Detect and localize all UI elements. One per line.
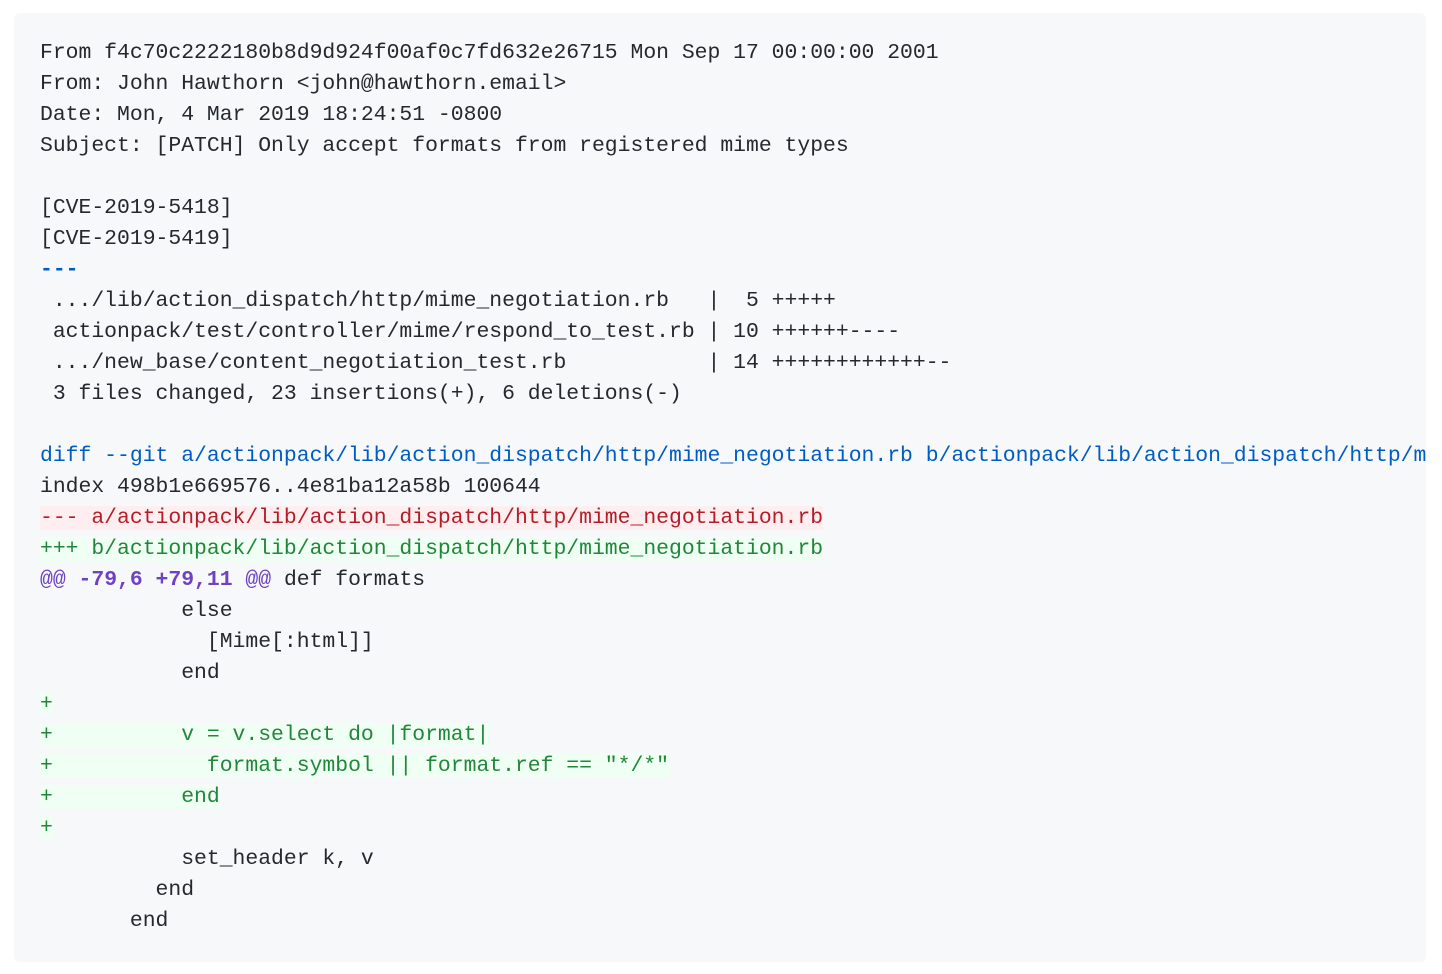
line-text: .../new_base/content_negotiation_test.rb…: [40, 351, 952, 375]
added-line: + end: [40, 782, 1426, 813]
line-text: From f4c70c2222180b8d9d924f00af0c7fd632e…: [40, 41, 939, 65]
line-text: end: [40, 909, 169, 933]
hunk-marker: @@: [40, 568, 66, 592]
diff-header-line: diff --git a/actionpack/lib/action_dispa…: [40, 441, 1426, 472]
patch-content: From f4c70c2222180b8d9d924f00af0c7fd632e…: [40, 38, 1426, 937]
patch-line: Date: Mon, 4 Mar 2019 18:24:51 -0800: [40, 100, 1426, 131]
patch-line: index 498b1e669576..4e81ba12a58b 100644: [40, 472, 1426, 503]
patch-line: [40, 410, 1426, 441]
patch-line: end: [40, 906, 1426, 937]
patch-line: 3 files changed, 23 insertions(+), 6 del…: [40, 379, 1426, 410]
line-text: actionpack/test/controller/mime/respond_…: [40, 320, 901, 344]
line-text: [CVE-2019-5418]: [40, 196, 233, 220]
line-text: 3 files changed, 23 insertions(+), 6 del…: [40, 382, 682, 406]
patch-line: end: [40, 875, 1426, 906]
patch-line: set_header k, v: [40, 844, 1426, 875]
line-text: diff --git a/actionpack/lib/action_dispa…: [40, 444, 1426, 468]
line-text: +++ b/actionpack/lib/action_dispatch/htt…: [40, 537, 824, 561]
line-text: ---: [40, 258, 79, 282]
patch-line: [40, 162, 1426, 193]
line-text: Subject: [PATCH] Only accept formats fro…: [40, 134, 849, 158]
line-text: Date: Mon, 4 Mar 2019 18:24:51 -0800: [40, 103, 503, 127]
patch-line: [CVE-2019-5418]: [40, 193, 1426, 224]
added-line: + v = v.select do |format|: [40, 720, 1426, 751]
patch-line: [Mime[:html]]: [40, 627, 1426, 658]
patch-line: end: [40, 658, 1426, 689]
patch-line: From f4c70c2222180b8d9d924f00af0c7fd632e…: [40, 38, 1426, 69]
line-text: +: [40, 816, 53, 840]
patch-line: From: John Hawthorn <john@hawthorn.email…: [40, 69, 1426, 100]
separator-line: ---: [40, 255, 1426, 286]
line-text: + format.symbol || format.ref == "*/*": [40, 754, 669, 778]
line-text: else: [40, 599, 233, 623]
patch-line: actionpack/test/controller/mime/respond_…: [40, 317, 1426, 348]
line-text: set_header k, v: [40, 847, 374, 871]
line-text: From: John Hawthorn <john@hawthorn.email…: [40, 72, 567, 96]
patch-line: [CVE-2019-5419]: [40, 224, 1426, 255]
line-text: [CVE-2019-5419]: [40, 227, 233, 251]
line-text: + end: [40, 785, 220, 809]
line-text: end: [40, 878, 195, 902]
line-text: + v = v.select do |format|: [40, 723, 490, 747]
added-line: + format.symbol || format.ref == "*/*": [40, 751, 1426, 782]
deleted-line: --- a/actionpack/lib/action_dispatch/htt…: [40, 503, 1426, 534]
added-line: +++ b/actionpack/lib/action_dispatch/htt…: [40, 534, 1426, 565]
hunk-header-line: @@ -79,6 +79,11 @@ def formats: [40, 565, 1426, 596]
line-text: +: [40, 692, 53, 716]
patch-line: Subject: [PATCH] Only accept formats fro…: [40, 131, 1426, 162]
hunk-marker: @@: [245, 568, 272, 592]
line-text: [Mime[:html]]: [40, 630, 374, 654]
added-line: +: [40, 689, 1426, 720]
code-block: From f4c70c2222180b8d9d924f00af0c7fd632e…: [14, 13, 1426, 962]
line-text: end: [40, 661, 220, 685]
line-text: --- a/actionpack/lib/action_dispatch/htt…: [40, 506, 824, 530]
hunk-context: def formats: [271, 568, 426, 592]
added-line: +: [40, 813, 1426, 844]
patch-line: else: [40, 596, 1426, 627]
line-text: index 498b1e669576..4e81ba12a58b 100644: [40, 475, 541, 499]
hunk-range: -79,6 +79,11: [78, 568, 233, 592]
line-text: .../lib/action_dispatch/http/mime_negoti…: [40, 289, 836, 313]
patch-line: .../new_base/content_negotiation_test.rb…: [40, 348, 1426, 379]
patch-line: .../lib/action_dispatch/http/mime_negoti…: [40, 286, 1426, 317]
